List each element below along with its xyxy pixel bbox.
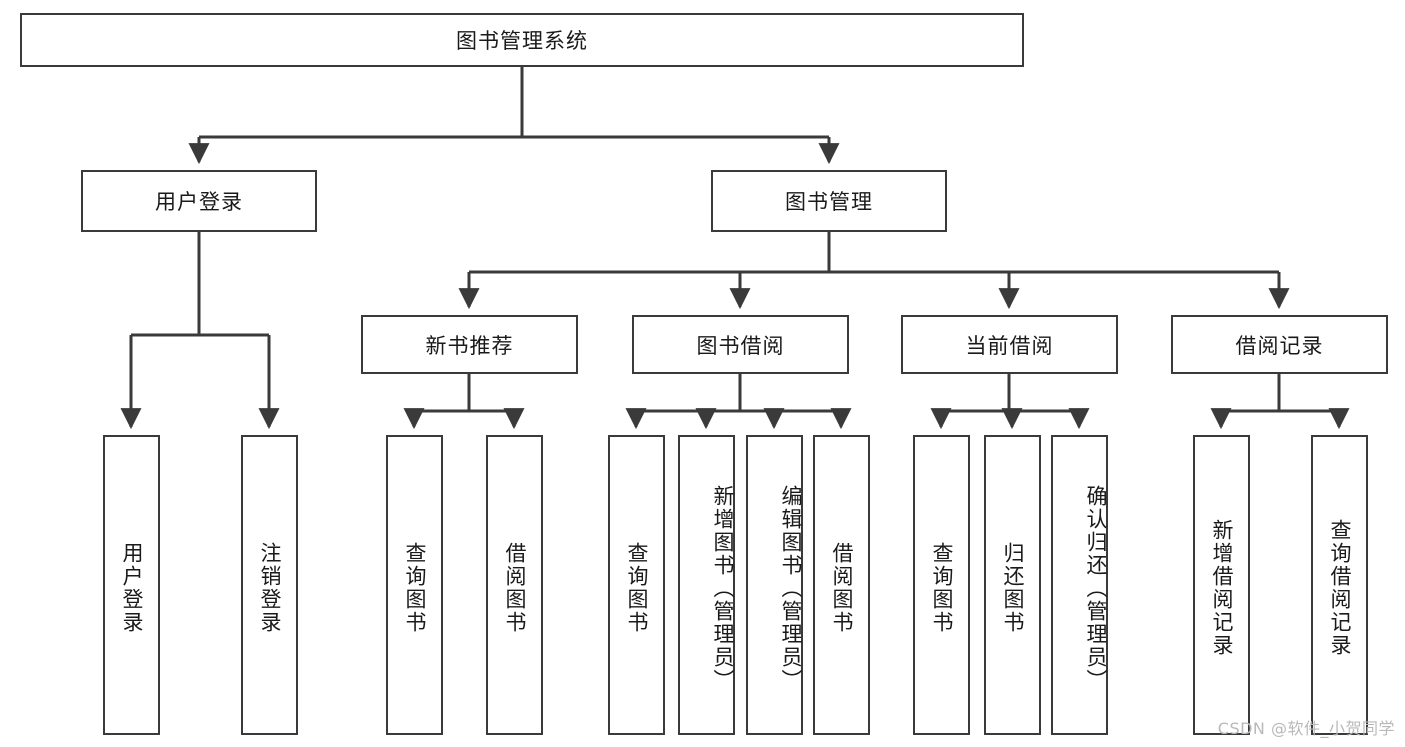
node-book-borrow-label: 图书借阅 (696, 333, 785, 358)
node-leaf-query-book-bor-label: 查询图书 (625, 542, 649, 634)
node-leaf-edit-book-label: 编辑图书（管理员） (779, 484, 803, 692)
node-book-manage-label: 图书管理 (785, 190, 873, 214)
node-leaf-borrow-book-label: 借阅图书 (830, 542, 854, 634)
node-leaf-query-book-rec[interactable]: 查询图书 (386, 435, 443, 735)
node-leaf-query-record[interactable]: 查询借阅记录 (1311, 435, 1368, 735)
node-leaf-query-book-bor[interactable]: 查询图书 (608, 435, 665, 735)
node-leaf-edit-book[interactable]: 编辑图书（管理员） (746, 435, 803, 735)
node-leaf-borrow-book-rec-label: 借阅图书 (503, 542, 527, 634)
node-new-book-rec-label: 新书推荐 (425, 333, 514, 358)
node-leaf-user-logout[interactable]: 注销登录 (241, 435, 298, 735)
node-leaf-borrow-book[interactable]: 借阅图书 (813, 435, 870, 735)
node-leaf-user-login[interactable]: 用户登录 (103, 435, 160, 735)
node-root[interactable]: 图书管理系统 (20, 13, 1024, 67)
node-leaf-return-book-label: 归还图书 (1001, 542, 1025, 634)
node-new-book-rec[interactable]: 新书推荐 (361, 315, 578, 374)
node-leaf-add-book[interactable]: 新增图书（管理员） (678, 435, 735, 735)
node-leaf-user-login-label: 用户登录 (120, 542, 144, 634)
node-leaf-query-book-cur[interactable]: 查询图书 (913, 435, 970, 735)
node-current-borrow[interactable]: 当前借阅 (901, 315, 1118, 374)
node-leaf-borrow-book-rec[interactable]: 借阅图书 (486, 435, 543, 735)
node-root-label: 图书管理系统 (456, 29, 588, 53)
node-leaf-query-book-rec-label: 查询图书 (403, 542, 427, 634)
node-leaf-query-record-label: 查询借阅记录 (1328, 519, 1352, 657)
node-leaf-return-book[interactable]: 归还图书 (984, 435, 1041, 735)
node-leaf-user-logout-label: 注销登录 (258, 542, 282, 634)
node-leaf-confirm-return-label: 确认归还（管理员） (1084, 484, 1108, 692)
node-leaf-add-record[interactable]: 新增借阅记录 (1193, 435, 1250, 735)
node-leaf-add-record-label: 新增借阅记录 (1210, 519, 1234, 657)
node-book-manage[interactable]: 图书管理 (711, 170, 947, 232)
node-user-login[interactable]: 用户登录 (81, 170, 317, 232)
node-leaf-confirm-return[interactable]: 确认归还（管理员） (1051, 435, 1108, 735)
watermark-text: CSDN @软件_小贺同学 (1217, 719, 1395, 738)
node-book-borrow[interactable]: 图书借阅 (632, 315, 849, 374)
node-borrow-record-label: 借阅记录 (1235, 333, 1324, 358)
node-leaf-add-book-label: 新增图书（管理员） (711, 484, 735, 692)
node-user-login-label: 用户登录 (155, 190, 243, 214)
node-current-borrow-label: 当前借阅 (965, 333, 1054, 358)
node-leaf-query-book-cur-label: 查询图书 (930, 542, 954, 634)
node-borrow-record[interactable]: 借阅记录 (1171, 315, 1388, 374)
